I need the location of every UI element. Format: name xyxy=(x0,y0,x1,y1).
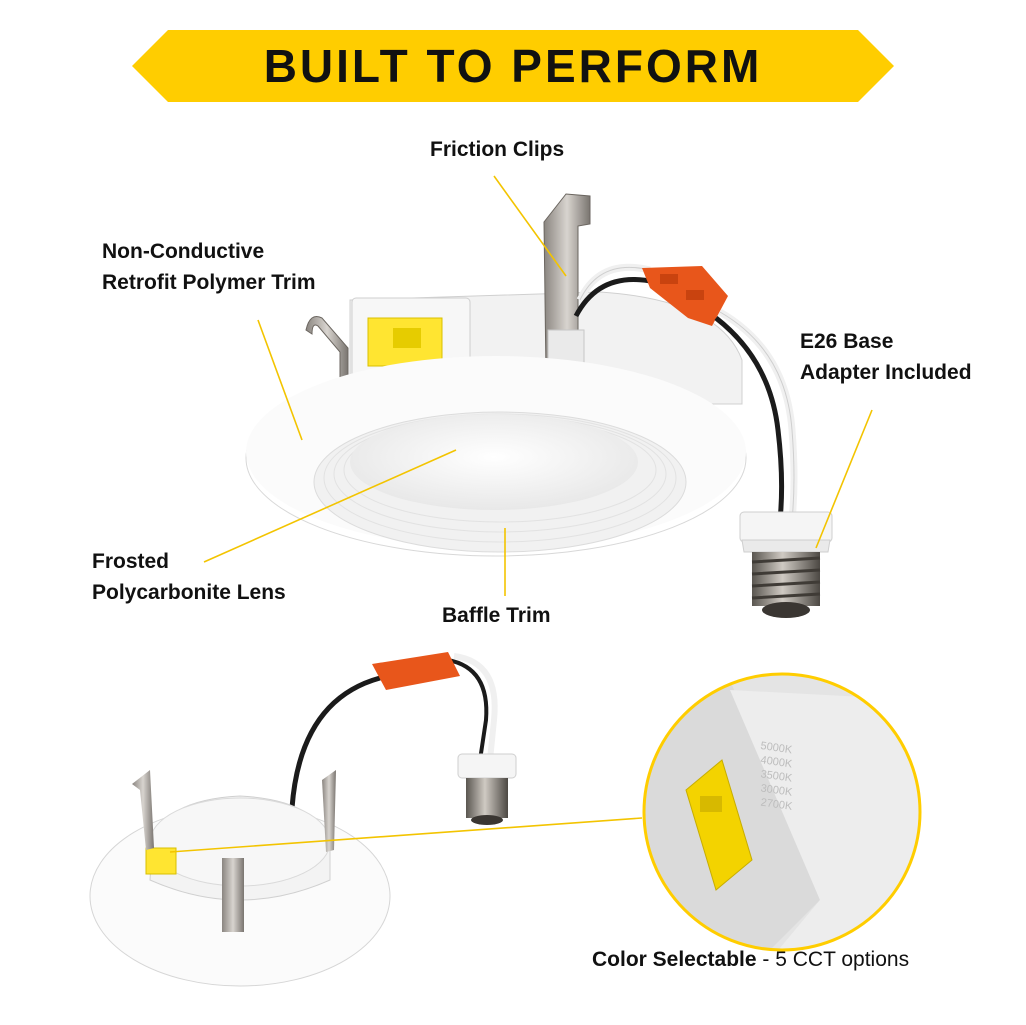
friction-clips-label: Friction Clips xyxy=(430,134,564,165)
lens-label: Frosted Polycarbonite Lens xyxy=(92,546,286,608)
cct-option: 3000K xyxy=(760,782,794,798)
frosted-lens xyxy=(350,414,638,510)
wago-connector xyxy=(642,266,728,326)
downlight-side-view xyxy=(89,652,517,987)
e26-adapter xyxy=(739,511,833,618)
leader-lines xyxy=(169,175,873,853)
trim-label-line2: Retrofit Polymer Trim xyxy=(102,271,316,294)
e26-label: E26 Base Adapter Included xyxy=(800,326,972,388)
cct-switch-zoom xyxy=(685,759,753,891)
cct-option: 4000K xyxy=(760,754,794,770)
color-selectable-caption: Color Selectable - 5 CCT options xyxy=(592,948,909,972)
caption-bold: Color Selectable xyxy=(592,948,757,971)
baffle-text: Baffle Trim xyxy=(442,604,551,627)
lens-label-line1: Frosted xyxy=(92,550,170,573)
downlight-top-view xyxy=(245,193,833,618)
cct-selector-zoom: 5000K 4000K 3500K 3000K 2700K xyxy=(642,672,922,952)
wire-black xyxy=(573,277,656,318)
cct-option: 3500K xyxy=(760,768,794,784)
trim-label-line1: Non-Conductive xyxy=(102,240,265,263)
e26-label-line2: Adapter Included xyxy=(800,361,972,384)
banner-shape xyxy=(132,30,894,102)
trim-label: Non-Conductive Retrofit Polymer Trim xyxy=(102,236,316,298)
friction-clips-text: Friction Clips xyxy=(430,138,565,161)
e26-label-line1: E26 Base xyxy=(800,330,894,353)
banner-title: BUILT TO PERFORM xyxy=(263,40,763,92)
wago-connector-lower xyxy=(372,652,460,690)
cct-option: 5000K xyxy=(760,740,794,756)
cct-option: 2700K xyxy=(760,797,794,813)
lens-label-line2: Polycarbonite Lens xyxy=(92,581,286,604)
baffle-label: Baffle Trim xyxy=(442,600,551,631)
caption-rest: - 5 CCT options xyxy=(756,948,910,971)
